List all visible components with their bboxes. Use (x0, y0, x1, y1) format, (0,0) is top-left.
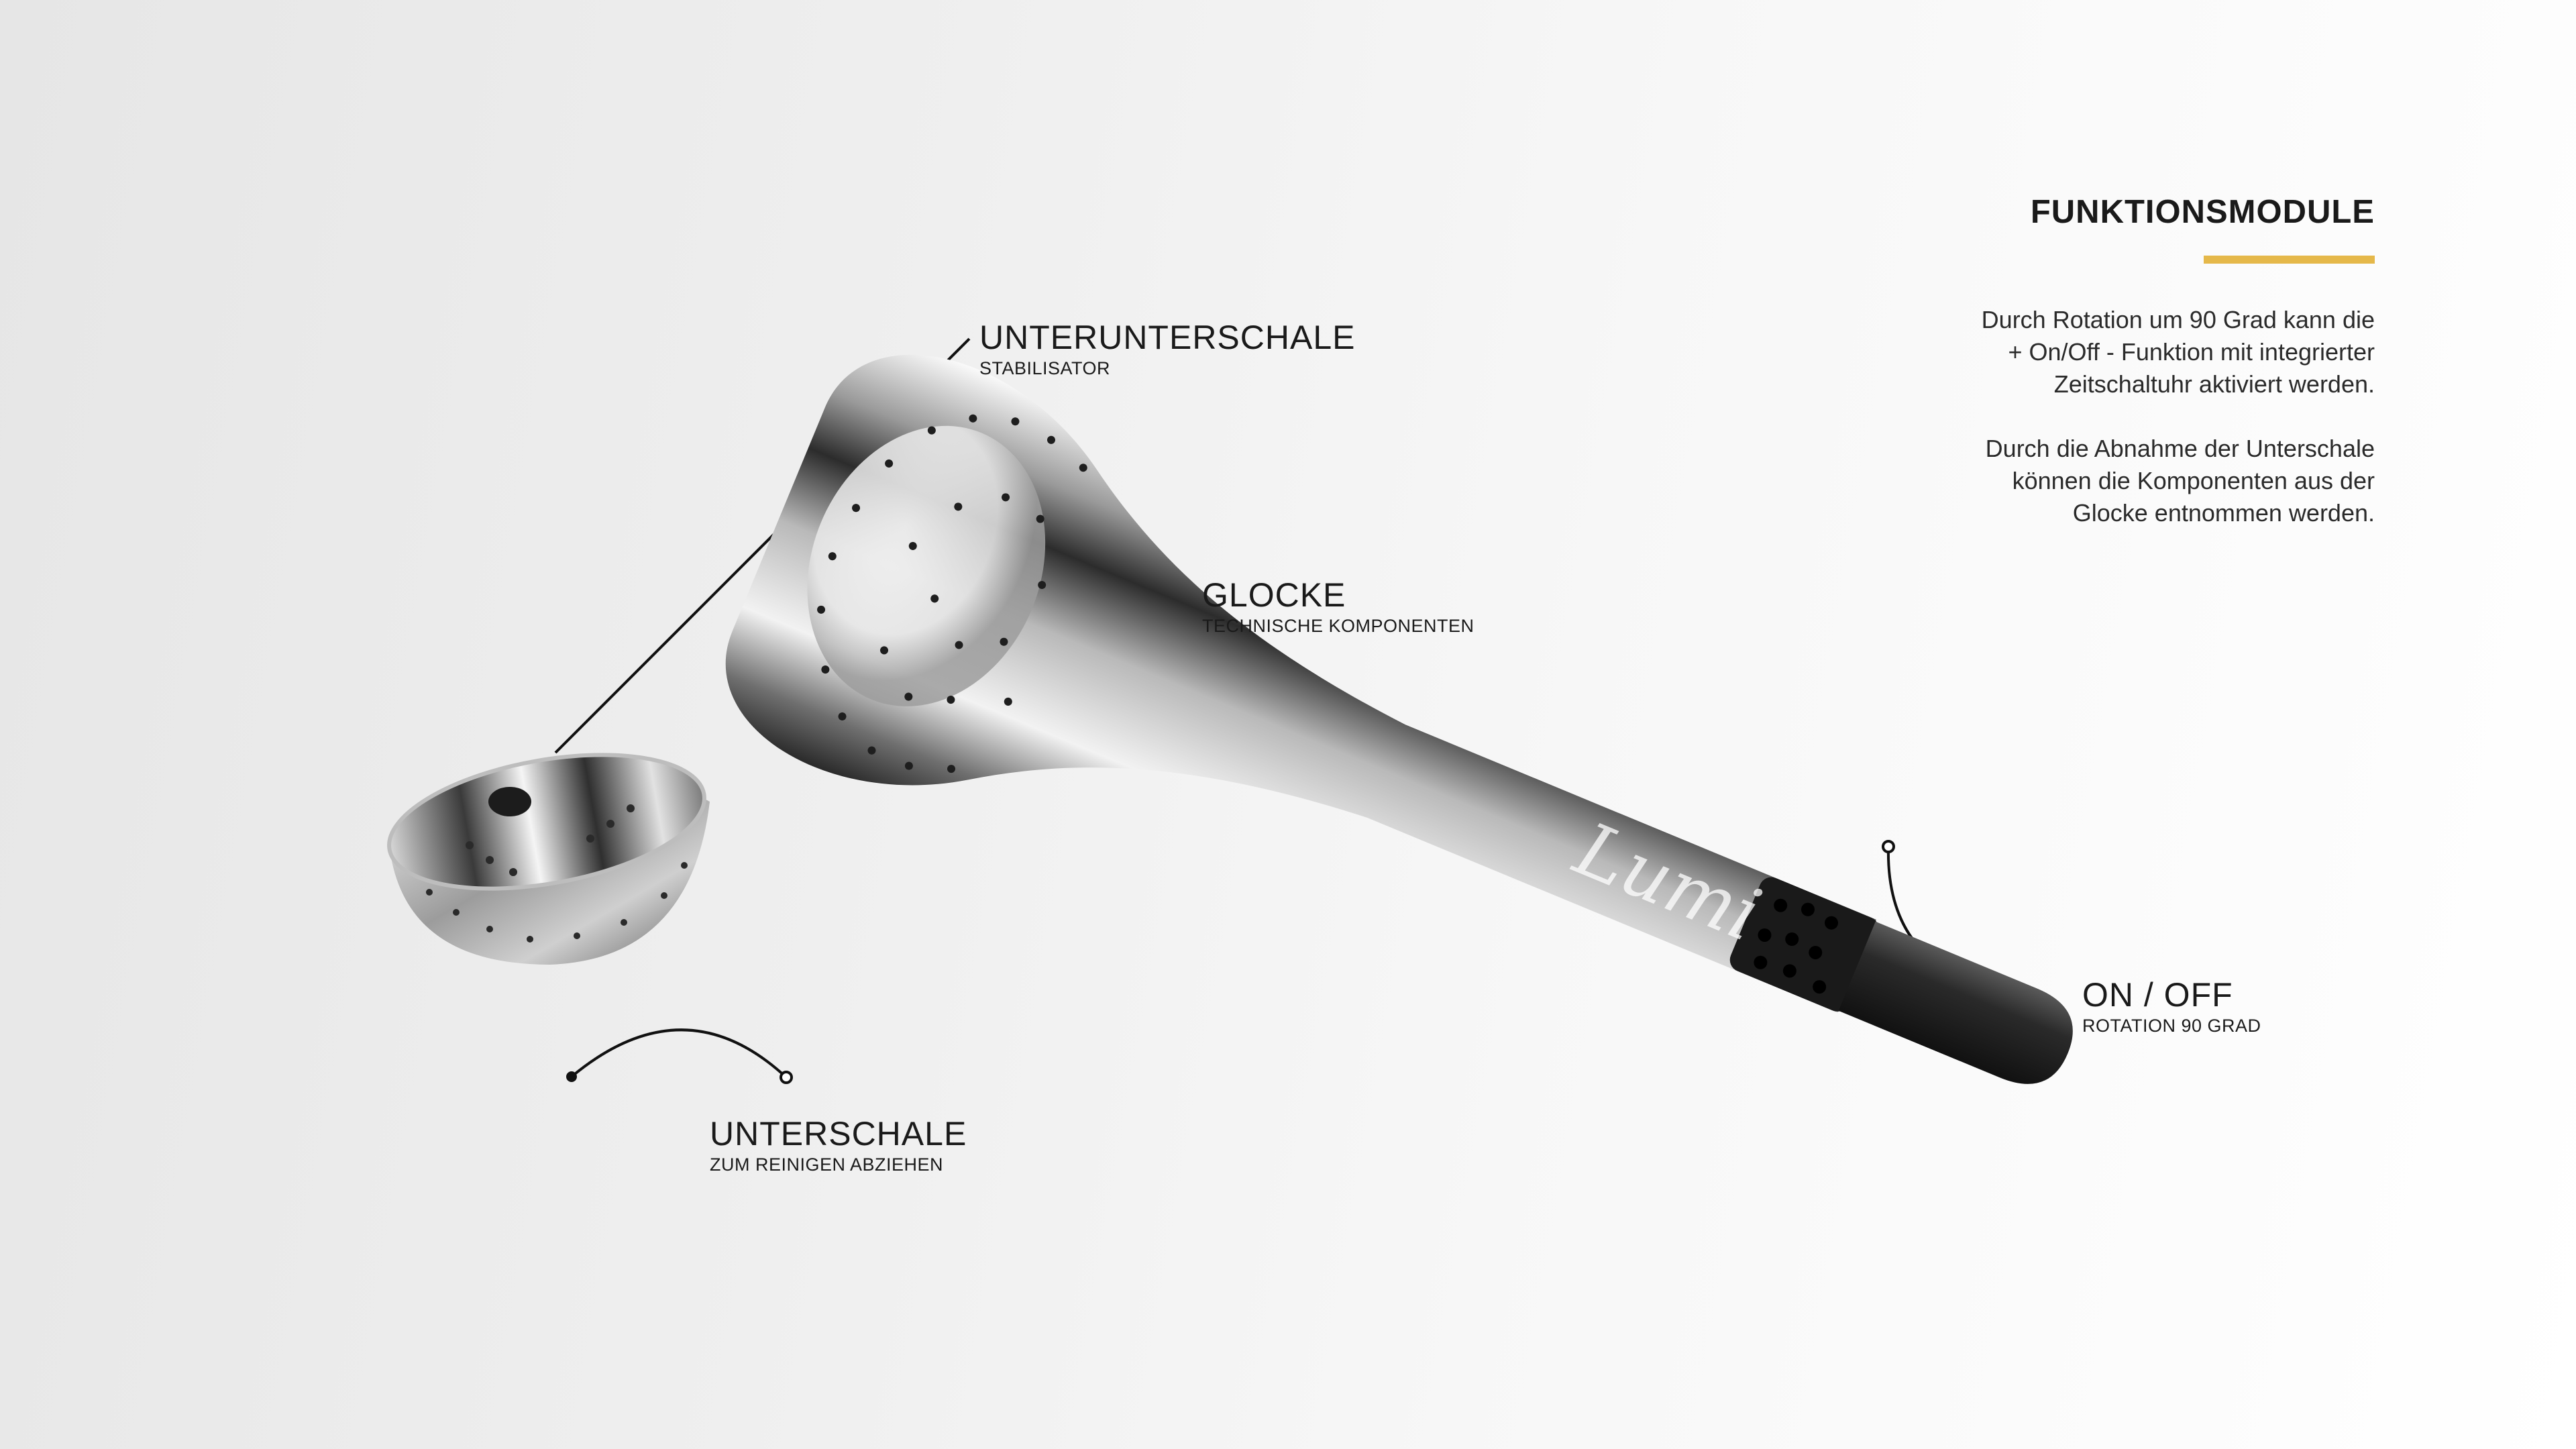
info-line: können die Komponenten aus der (2012, 467, 2375, 494)
info-paragraph-1: Durch Rotation um 90 Grad kann die + On/… (1771, 304, 2375, 400)
info-line: Durch Rotation um 90 Grad kann die (1981, 306, 2375, 333)
infuser-body: Lumi (725, 354, 2073, 1084)
callout-subtitle: STABILISATOR (979, 358, 1111, 378)
callout-title: ON / OFF (2082, 976, 2233, 1014)
info-line: Zeitschaltuhr aktiviert werden. (2053, 370, 2375, 398)
arc-unterschale (570, 1028, 788, 1079)
info-line: Durch die Abnahme der Unterschale (1985, 435, 2375, 462)
callout-title: GLOCKE (1202, 576, 1346, 614)
callout-subtitle: ROTATION 90 GRAD (2082, 1016, 2261, 1036)
callout-subtitle: ZUM REINIGEN ABZIEHEN (710, 1155, 944, 1175)
arc-dot-start (566, 1071, 577, 1082)
info-panel: FUNKTIONSMODULE Durch Rotation um 90 Gra… (1771, 196, 2375, 529)
info-line: + On/Off - Funktion mit integrierter (2008, 338, 2375, 366)
callout-unterschale: UNTERSCHALE ZUM REINIGEN ABZIEHEN (710, 1117, 967, 1174)
info-line: Glocke entnommen werden. (2072, 499, 2375, 527)
info-title: FUNKTIONSMODULE (2030, 194, 2375, 230)
callout-title: UNTERSCHALE (710, 1115, 967, 1152)
callout-glocke: GLOCKE TECHNISCHE KOMPONENTEN (1202, 578, 1474, 635)
callout-onoff: ON / OFF ROTATION 90 GRAD (2082, 978, 2261, 1035)
callout-subtitle: TECHNISCHE KOMPONENTEN (1202, 616, 1474, 636)
arc-dot-end (780, 1071, 793, 1084)
callout-unterunterschale: UNTERUNTERSCHALE STABILISATOR (979, 321, 1356, 378)
info-paragraph-2: Durch die Abnahme der Unterschale können… (1771, 433, 2375, 529)
arc-dot-start-onoff (1882, 840, 1895, 853)
callout-title: UNTERUNTERSCHALE (979, 319, 1356, 356)
accent-bar (2204, 256, 2375, 264)
bowl-unterunterschale (387, 753, 710, 965)
